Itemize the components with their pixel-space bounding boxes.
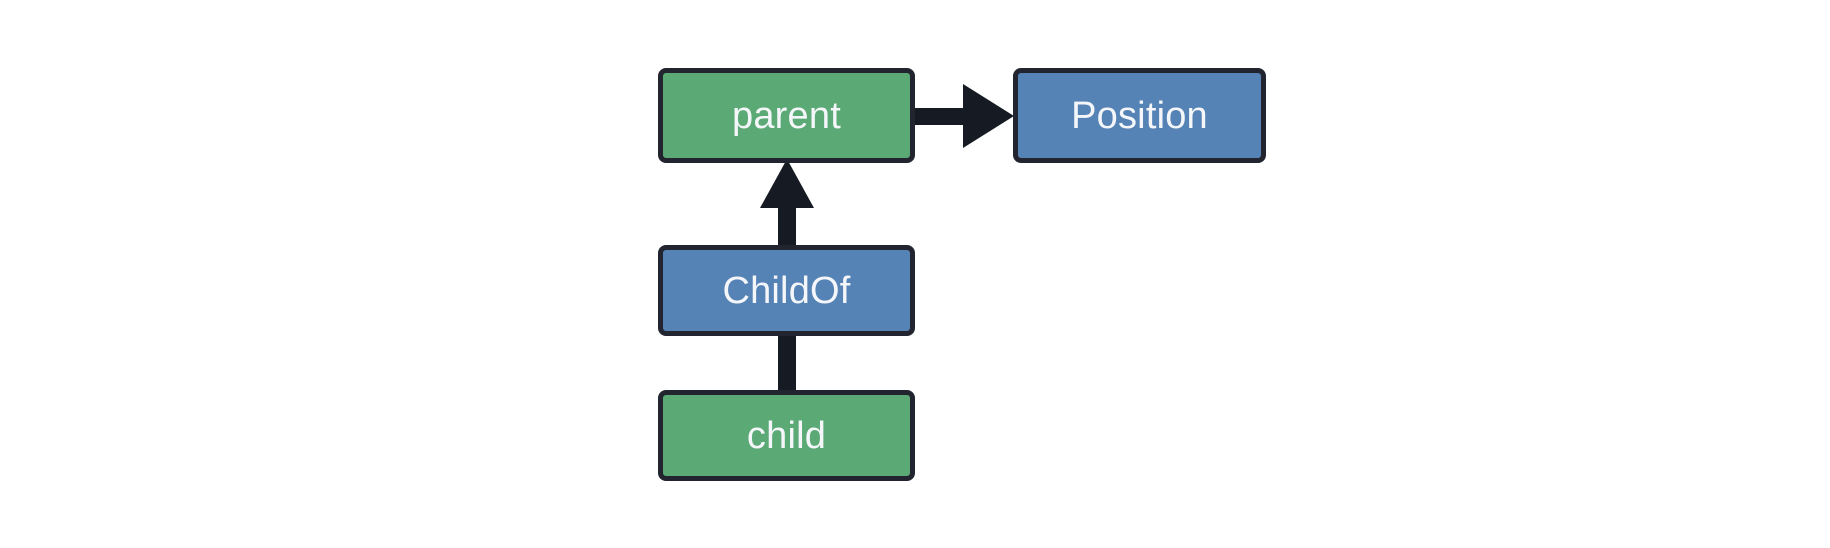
node-parent[interactable]: parent xyxy=(658,68,915,163)
node-parent-label: parent xyxy=(732,94,841,137)
node-position[interactable]: Position xyxy=(1013,68,1266,163)
node-childof-label: ChildOf xyxy=(722,269,851,312)
node-child[interactable]: child xyxy=(658,390,915,481)
node-childof[interactable]: ChildOf xyxy=(658,245,915,336)
node-child-label: child xyxy=(746,414,827,457)
edge-child-to-childof xyxy=(778,334,796,392)
edge-parent-to-position xyxy=(915,84,1014,148)
node-position-label: Position xyxy=(1071,94,1208,137)
edge-childof-to-parent xyxy=(760,159,814,247)
